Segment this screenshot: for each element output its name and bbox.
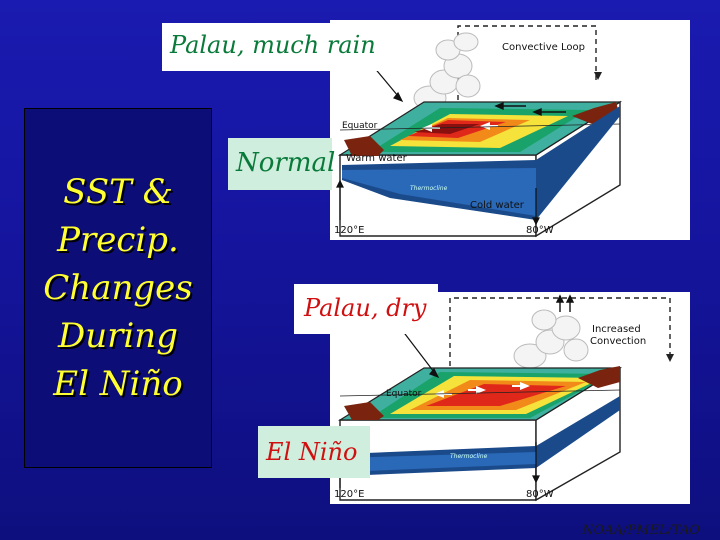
cold-water-label: Cold water [470, 200, 525, 211]
longitude-120e-label: 120°E [334, 489, 364, 500]
longitude-80w-label: 80°W [526, 225, 554, 236]
title-line-1: SST & [63, 172, 173, 212]
title-line-4: During [58, 316, 178, 356]
title-line-2: Precip. [57, 220, 179, 260]
equator-label: Equator [342, 121, 378, 131]
elnino-callout: Palau, dry [294, 284, 438, 334]
warm-water-label: Warm water [346, 153, 408, 164]
normal-diagram-panel: Convective Loop [330, 20, 690, 240]
normal-diagram: Convective Loop [334, 25, 623, 238]
normal-tag: Normal [228, 138, 335, 190]
elnino-diagram-panel: Increased Convection [330, 292, 690, 504]
elnino-diagram: Increased Convection [334, 294, 674, 502]
thermocline-label: Thermocline [410, 185, 448, 192]
longitude-80w-label: 80°W [526, 489, 554, 500]
credit: NOAA/PMEL/TAO [582, 523, 700, 538]
title-box: SST & Precip. Changes During El Niño [24, 108, 212, 468]
title-line-3: Changes [43, 268, 193, 308]
thermocline-label: Thermocline [450, 453, 488, 460]
convection-label: Convection [590, 336, 646, 347]
cloud-icon [513, 309, 589, 369]
elnino-tag: El Niño [258, 426, 370, 478]
longitude-120e-label: 120°E [334, 225, 364, 236]
cloud-icon [413, 32, 481, 111]
convective-loop-label: Convective Loop [502, 42, 585, 53]
title-line-5: El Niño [53, 364, 183, 404]
increased-label: Increased [592, 324, 641, 335]
normal-callout: Palau, much rain [162, 23, 382, 71]
equator-label: Equator [386, 389, 422, 399]
